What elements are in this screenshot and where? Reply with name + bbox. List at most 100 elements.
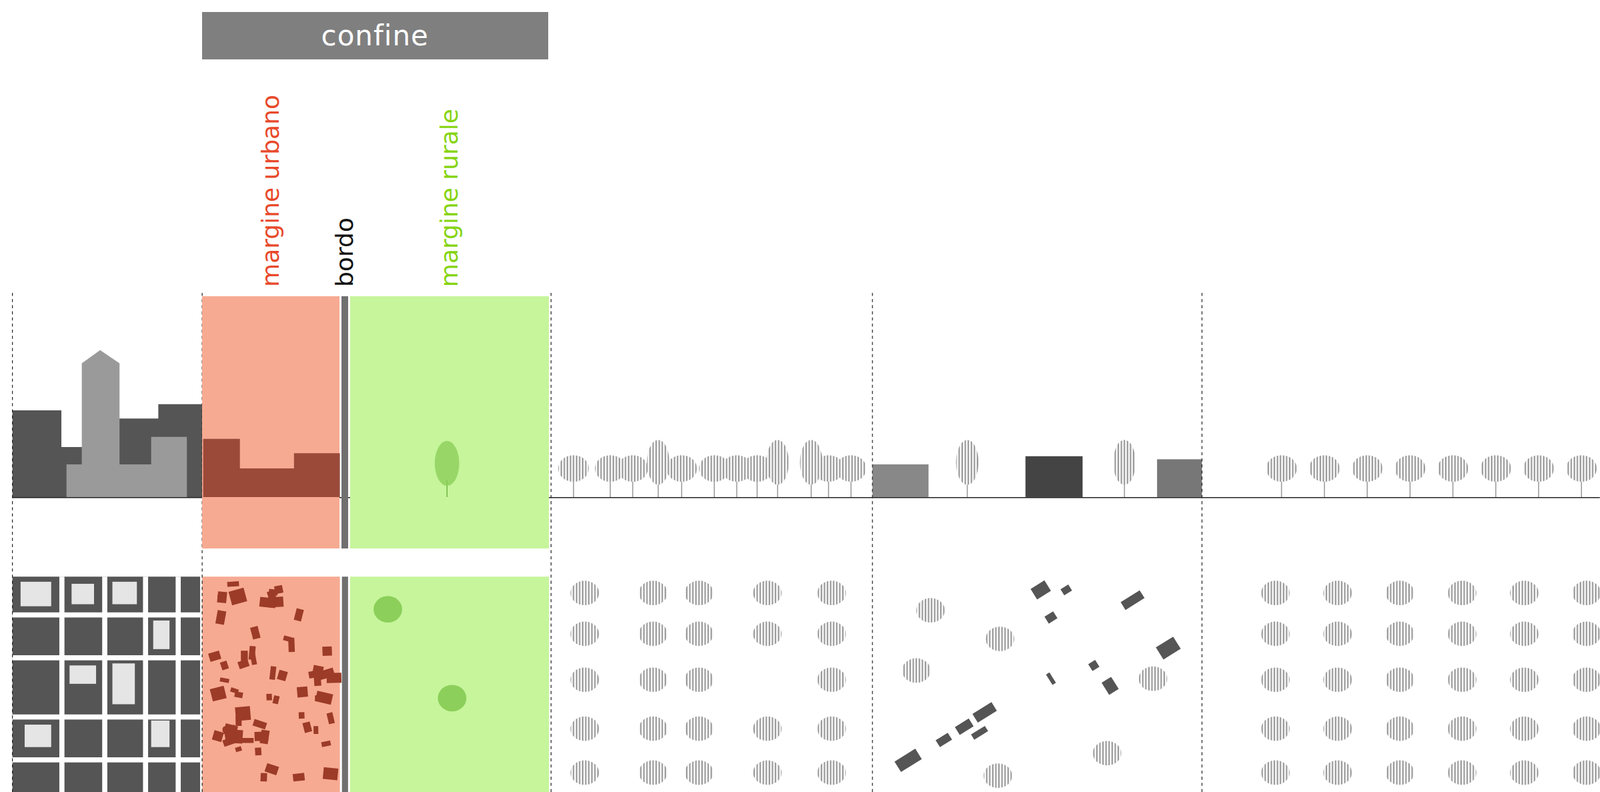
tree-plan — [752, 580, 782, 605]
tree — [1113, 439, 1136, 497]
tree — [1394, 454, 1426, 497]
tree-plan — [1385, 666, 1415, 692]
tree-plan — [1385, 716, 1415, 741]
rural-margin-plan — [350, 576, 549, 792]
tree-plan — [1323, 716, 1352, 741]
rural-building — [1157, 458, 1202, 497]
tower — [82, 350, 121, 497]
tree-plan — [1261, 760, 1290, 785]
tree — [558, 454, 589, 497]
tree — [835, 454, 867, 497]
rural-building — [872, 464, 929, 497]
tree-plan — [638, 666, 668, 692]
tree-plan — [570, 580, 1600, 788]
border-strip: bordo — [341, 296, 349, 549]
poplar-tree — [434, 440, 460, 497]
tree — [1351, 454, 1383, 497]
tree-plan — [1385, 760, 1415, 785]
tree-plan — [817, 580, 847, 605]
city-roads — [12, 576, 201, 792]
urban-skyline — [203, 438, 341, 497]
tree-plan — [638, 760, 668, 785]
tree-plan — [1509, 716, 1539, 741]
tree-plan — [437, 684, 467, 711]
tree-plan — [1571, 716, 1600, 741]
tree — [1565, 454, 1597, 497]
tree-plan — [1323, 621, 1352, 647]
header-label: confine — [321, 19, 429, 53]
tree-plan — [817, 666, 847, 692]
tree-plan — [1509, 666, 1539, 692]
divider-line — [550, 292, 552, 792]
tree-plan — [817, 716, 847, 741]
tree-plan — [1447, 666, 1477, 692]
tree-plan — [1571, 580, 1600, 605]
divider-line — [1201, 292, 1203, 792]
tree-plan — [1447, 716, 1477, 741]
tree-plan — [1385, 621, 1415, 647]
city-plan — [12, 576, 201, 792]
tree-plan — [752, 760, 782, 785]
tree-plan — [901, 658, 931, 683]
tree — [666, 454, 697, 497]
tree — [1523, 454, 1554, 497]
tree-plan — [1323, 666, 1352, 692]
tree-plan — [684, 580, 714, 605]
tree-plan — [1261, 580, 1290, 605]
tree-plan — [1571, 760, 1600, 785]
tree-plan — [1261, 666, 1290, 692]
rural-building — [1025, 456, 1084, 497]
tree-plan — [684, 666, 714, 692]
band-label: margine rurale — [437, 108, 462, 287]
tree — [1266, 454, 1298, 497]
tree-plan — [1509, 621, 1539, 647]
tree — [766, 439, 789, 497]
header-bar: confine — [202, 12, 549, 59]
rural-buildings-plan — [894, 580, 1181, 772]
urban-margin-band: margine urbano — [202, 296, 341, 549]
tree-plan — [817, 621, 847, 647]
tree-plan — [1571, 666, 1600, 692]
tree-plan — [638, 716, 668, 741]
tree-plan — [817, 760, 847, 785]
border-plan — [342, 576, 349, 792]
rural-margin-band: margine rurale — [350, 296, 549, 549]
tree — [617, 454, 649, 497]
tree — [956, 439, 980, 497]
urban-buildings-plan — [208, 580, 342, 781]
tree-plan — [985, 626, 1015, 651]
band-label: bordo — [332, 217, 357, 287]
tree-plan — [638, 580, 668, 605]
tree-plan — [1447, 580, 1477, 605]
tree-plan — [1138, 666, 1168, 691]
divider-line — [12, 292, 13, 792]
tree — [1437, 454, 1469, 497]
tree-plan — [1093, 740, 1122, 766]
band-label: margine urbano — [258, 94, 283, 287]
tree-plan — [1323, 580, 1352, 605]
tree-plan — [1261, 621, 1290, 647]
tree-plan — [983, 762, 1013, 788]
tree — [646, 439, 670, 497]
tree-plan — [373, 595, 403, 623]
tree-plan — [1323, 760, 1352, 785]
tree-plan — [1447, 760, 1477, 785]
tree-plan — [916, 597, 946, 623]
tree-plan — [752, 716, 782, 741]
tree-plan — [684, 760, 714, 785]
tree-row — [558, 439, 1597, 497]
tree-plan — [684, 621, 714, 647]
tree-plan — [684, 716, 714, 741]
tree-plan — [570, 716, 599, 741]
tree — [1309, 454, 1340, 497]
tree-plan — [1509, 760, 1539, 785]
tree-plan — [752, 621, 782, 647]
tree-plan — [1571, 621, 1600, 647]
section-dividers — [12, 292, 1203, 792]
tree-plan — [1509, 580, 1539, 605]
tree-plan — [1385, 580, 1415, 605]
tree-plan — [570, 580, 599, 605]
urban-margin-plan — [202, 576, 341, 792]
tree-plan — [1261, 716, 1290, 741]
tree-plan — [570, 621, 599, 647]
